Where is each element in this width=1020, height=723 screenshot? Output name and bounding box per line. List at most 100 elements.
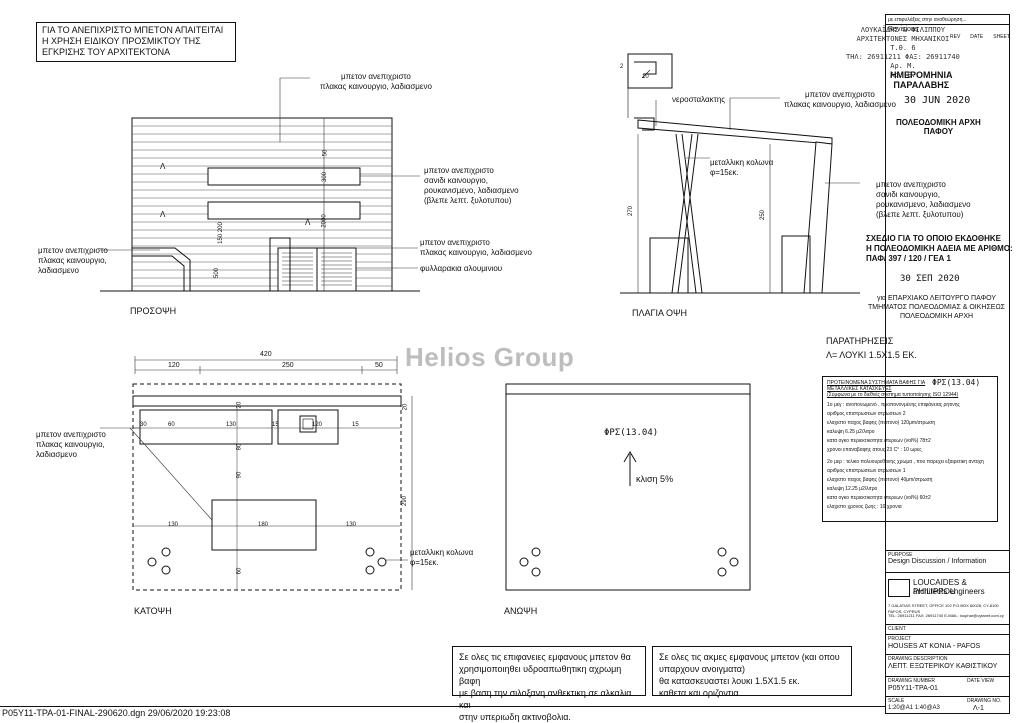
signature-stamp: ΛΟΥΚΑΪΔΗΣ & ΦΙΛΙΠΠΟΥ ΑΡΧΙΤΕΚΤΟΝΕΣ ΜΗΧΑΝΙ… [846,26,960,79]
plan-title: ΚΑΤΟΨΗ [134,606,172,616]
plan-label-column: μεταλλικη κολωνα φ=15εκ. [410,548,474,567]
plan-dim: 15 [272,422,279,428]
plan-dim-overall: 420 [260,351,272,358]
rev-col-label: SHEET [993,34,1010,40]
brand-watermark: Helios Group [405,342,575,372]
plan-drawing [100,356,413,591]
front-elevation-title: ΠΡΟΣΟΨΗ [130,306,177,316]
revisions-row: Revisions REV DATE SHEET [885,24,1010,50]
remarks-text: Λ= ΛΟΥΚΙ 1.5Χ1.5 ΕΚ. [826,350,917,360]
dim-label: 150 200 [217,222,224,244]
spec-line: κατα ογκο περιεκτικοτητα στερεων (vol%) … [827,438,931,444]
plan-dim: 20 [236,401,243,409]
dim-label: 250 [760,209,767,221]
front-label-left: μπετον ανεπιχριστο πλακας καινουργιο, λα… [38,246,108,275]
plan-dim: 30 [140,422,147,428]
spec-line: καλυψη 6.25 μ2/λιτρο [827,429,875,435]
project-row: PROJECT HOUSES AT KONIA - PAFOS [885,634,1010,654]
plan-dim: 250 [282,362,294,369]
note-line: ΓΙΑ ΤΟ ΑΝΕΠΙΧΡΙΣΤΟ ΜΠΕΤΟΝ ΑΠΑΙΤΕΙΤΑΙ [42,25,224,35]
plan-dim: 50 [375,362,383,369]
plan-dim: 60 [236,567,243,575]
title-block [885,14,1010,714]
note-water-repellent: Σε ολες τις επιφανειες εμφανους μπετον θ… [452,646,646,722]
date-received-stamp: ΗΜΕΡΟΜΗΝΙΑ ΠΑΡΑΛΑΒΗΣ [890,70,953,90]
side-elevation-title: ΠΛΑΓΙΑ ΟΨΗ [632,308,687,318]
side-elevation-drawing [620,53,860,294]
plan-dim: 20 [402,403,409,411]
dim-label: 2000 [321,214,328,228]
planning-authority-stamp: ΠΟΛΕΟΔΟΜΙΚΗ ΑΡΧΗ ΠΑΦΟΥ [896,118,981,136]
paint-spec-box: ΠΡΟΤΕΙΝΟΜΕΝΑ ΣΥΣΤΗΜΑΤΑ ΒΑΦΗΣ ΓΙΑ ΜΕΤΑΛΛΙ… [822,376,998,522]
dim-label: 270 [628,205,635,217]
spec-heading: ΜΕΤΑΛΛΙΚΕΣ ΚΑΤΑΣΚΕΥΕΣ [827,386,892,392]
roof-plan-title: ΑΝΩΨΗ [504,606,538,616]
front-label-louvre: φυλλαρακια αλουμινιου [420,264,503,273]
roof-plan-drawing [505,383,751,591]
firm-row: LOUCAIDES & PHILIPPOU architects enginee… [885,572,1010,624]
firm-name: LOUCAIDES & PHILIPPOU [913,578,967,596]
spec-line: 1o μεγ : ανοπονωμενό , προπονονμένης επι… [827,402,960,408]
note-line: ΕΓΚΡΙΣΗΣ ΤΟΥ ΑΡΧΙΤΕΚΤΟΝΑ [42,47,171,57]
drawing-row: DRAWING DESCRIPTION ΛΕΠΤ. ΕΞΩΤΕΡΙΚΟΥ ΚΑΘ… [885,654,1010,676]
plan-dim: 120 [312,422,323,428]
remarks-title: ΠΑΡΑΤΗΡΗΣΕΙΣ [826,336,894,346]
date-received-date: 30 JUN 2020 [904,95,971,106]
plan-dim: 15 [352,422,359,428]
groove-mark: Λ [305,218,311,227]
plan-dim: 60 [168,422,175,428]
spec-line: κατα ογκο περιεκτικοτητα στερεων (vol%) … [827,495,931,501]
spec-heading: ΠΡΟΤΕΙΝΟΜΕΝΑ ΣΥΣΤΗΜΑΤΑ ΒΑΦΗΣ ΓΙΑ [827,380,926,386]
plan-dim: 130 [168,522,179,528]
spec-line: ελαχιστο παχος βαφης (πιστονο) 120μm/στρ… [827,420,936,426]
plan-dim: 130 [226,422,237,428]
note-line: Η ΧΡΗΣΗ ΕΙΔΙΚΟΥ ΠΡΟΣΜΙΚΤΟΥ ΤΗΣ [42,36,201,46]
roof-handwritten-mark: ΦΡΣ(13.04) [604,428,659,438]
frame-bottom-line [0,706,885,707]
note-edge-grooves: Σε ολες τις ακμες εμφανους μπετον (και ο… [652,646,852,698]
firm-subtitle: architects engineers [913,587,985,596]
plan-dim: 120 [168,362,180,369]
spec-line: αριθμος επιστρωσεων στρωσεων 1 [827,468,906,474]
officer-stamp: για ΕΠΑΡΧΙΑΚΟ ΛΕΙΤΟΥΡΓΟ ΠΑΦΟΥ ΤΜΗΜΑΤΟΣ Π… [868,295,1005,320]
scale-row: SCALE 1:20@A1 1:40@A3 DRAWING NO. Λ-1 [885,696,1010,714]
side-label-right: μπετον ανεπιχριστο σανιδι καινουργιο, ρο… [876,180,971,219]
dim-label: 500 [214,267,221,279]
spec-line: αριθμος επιστρωσεων στρωσεων 2 [827,411,906,417]
file-footer: P05Y11-TPA-01-FINAL-290620.dgn 29/06/202… [2,708,231,718]
plan-dim: 290 [402,495,409,507]
rev-col-label: REV [950,34,961,40]
side-label-gutter: νεροσταλακτης [672,95,726,104]
front-label-beam: μπετον ανεπιχριστο σανιδι καινουργιο, ρο… [424,166,519,205]
spec-line: καλυψη 12.25 μ2/λιτρο [827,486,878,492]
purpose-row: PURPOSE Design Discussion / Information [885,550,1010,566]
spec-heading: (Σύμφωνα με το διεθνές σύστημα τυποποίησ… [827,392,959,398]
side-label-slab: μπετον ανεπιχριστο πλακας καινουργιο, λα… [784,90,896,109]
client-row: CLIENT [885,624,1010,634]
front-elevation-drawing [100,77,420,292]
groove-mark: Λ [160,210,166,219]
permit-stamp: ΣΧΕΔΙΟ ΓΙΑ ΤΟ ΟΠΟΙΟ ΕΚΔΟΘΗΚΕ Η ΠΟΛΕΟΔΟΜΙ… [866,234,1013,263]
plan-dim: 180 [258,522,269,528]
roof-slope-label: κλιση 5% [636,474,674,484]
dim-label: 50 [322,149,329,157]
spec-line: χρονοι επαναβαφης ατους 23 C° : 10 ωρες [827,447,922,453]
detail-dim: 2 [620,64,624,70]
detail-dim: 10 [642,74,649,80]
rev-col-label: DATE [970,34,984,40]
plan-dim: 80 [236,443,243,451]
side-label-column: μεταλλικη κολωνα φ=15εκ. [710,158,774,177]
front-label-door-frame: μπετον ανεπιχριστο πλακας καινουργιο, λα… [420,238,532,257]
permit-date: 30 ΣΕΠ 2020 [900,274,960,284]
note-concrete-admixture: ΓΙΑ ΤΟ ΑΝΕΠΙΧΡΙΣΤΟ ΜΠΕΤΟΝ ΑΠΑΙΤΕΙΤΑΙ Η Χ… [36,22,236,62]
spec-line: 2o μερ : τελικο πολυουρεθανης χρωμα , πο… [827,459,984,465]
plan-dim: 130 [346,522,357,528]
groove-mark: Λ [160,162,166,171]
firm-logo-icon [888,579,910,597]
front-label-roof: μπετον ανεπιχριστο πλακας καινουργιο, λα… [320,72,432,91]
spec-line: ελαχιστο χρονος ζωης : 10 χρονια [827,504,902,510]
firm-contact: TEL: 26911211 FAX: 26911740 E-MAIL: loup… [888,613,1004,618]
firm-address: 7 GALATIAS STREET, OFFICE 102 P.O.BOX 60… [888,603,999,614]
plan-label-left: μπετον ανεπιχριστο πλακας καινουργιο, λα… [36,430,106,459]
spec-handwritten-mark: ΦΡΣ(13.04) [932,378,981,387]
